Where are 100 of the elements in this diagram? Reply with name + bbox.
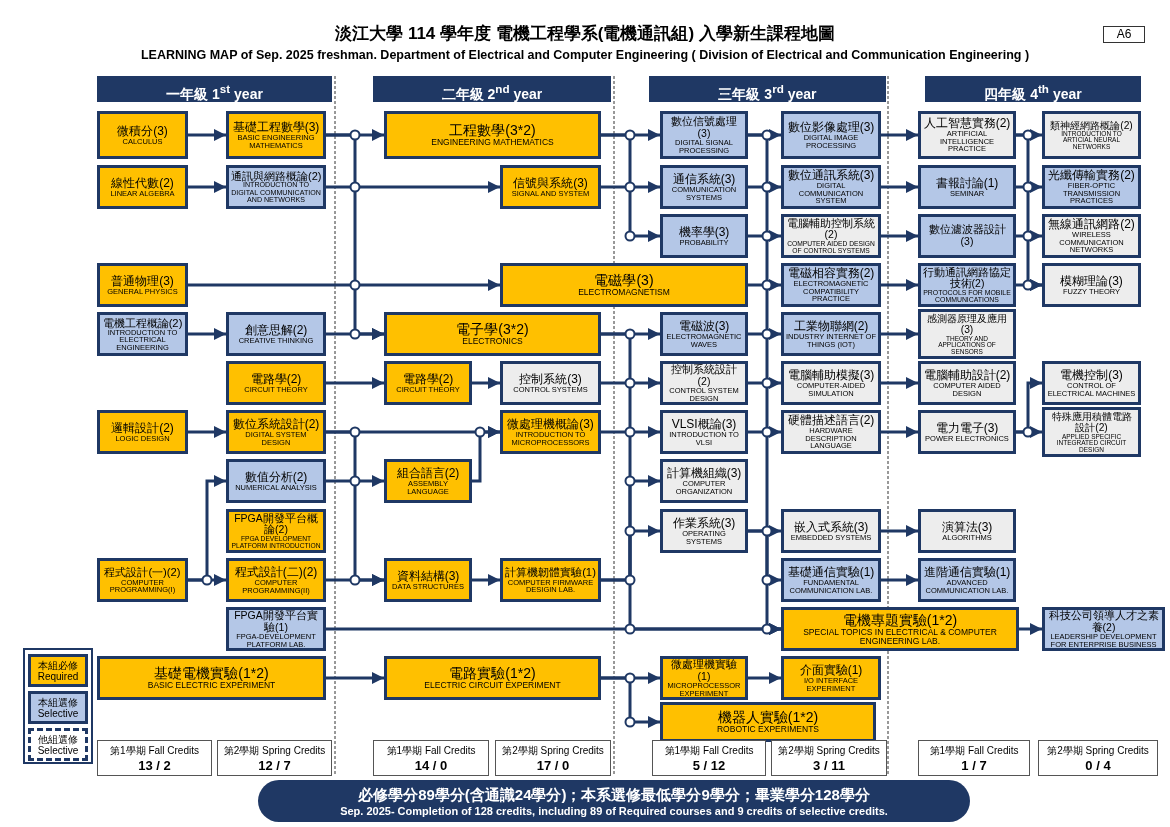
course-name: 電路實驗(1*2) [449,666,536,682]
course-box [97,111,188,159]
course-name: 工程數學(3*2) [449,123,536,139]
course-box [97,410,188,454]
course-name: 微處理機概論(3) [507,417,594,431]
course-name: 電磁相容實務(2) [787,267,875,281]
course-box [226,361,326,405]
course-box [660,111,748,159]
arrow [881,279,918,291]
course-name: 通訊與網路概論(2) [231,170,321,183]
course-name: 信號與系統(3) [513,176,588,190]
arrow [748,181,781,193]
course-name: 基礎工程數學(3) [232,120,320,134]
arrow [748,377,781,389]
course-box [781,165,881,209]
course-box [781,263,881,307]
arrow [188,129,226,141]
course-box [500,361,601,405]
course-box [660,656,748,700]
course-name: 電子學(3*2) [456,322,529,338]
credit-value: 13 / 2 [138,757,171,773]
course-name: FPGA開發平台概論(2) [233,512,319,536]
arrow [881,230,918,242]
course-box [660,410,748,454]
arrow [472,426,500,483]
course-box [500,263,748,307]
course-box [918,509,1016,553]
course-box [781,558,881,602]
course-box [918,111,1016,159]
course-box [918,361,1016,405]
arrow [881,377,918,389]
course-box [500,165,601,209]
arrow [601,525,660,582]
course-box [1042,165,1141,209]
course-box [97,558,188,602]
course-name: 基礎通信實驗(1) [787,565,875,580]
arrow [472,377,500,389]
credit-value: 0 / 4 [1085,757,1111,773]
course-name: 程式設計(一)(2) [104,566,181,579]
course-box [781,214,881,258]
course-box [226,312,326,356]
course-english-name: SPECIAL TOPICS IN ELECTRICAL & COMPUTER ENGINEERING LAB. [802,628,998,646]
course-box [660,702,876,742]
course-box [918,410,1016,454]
course-name: 計算機韌體實驗(1) [505,566,596,579]
course-box [781,509,881,553]
arrow [472,574,500,586]
course-name: 電腦輔助控制系統(2) [786,217,876,241]
course-box [500,558,601,602]
arrow [748,230,781,242]
course-name: 特殊應用積體電路設計(2) [1050,411,1133,434]
course-box [97,165,188,209]
course-box [1042,263,1141,307]
course-name: 工業物聯網(2) [793,319,869,333]
course-name: 書報討論(1) [935,176,999,190]
credit-summary: 必修學分89學分(含通識24學分)；本系選修最低學分9學分；畢業學分128學分 [358,785,870,805]
course-name: VLSI概論(3) [671,417,737,431]
course-name: FPGA開發平台實驗(1) [233,610,319,633]
course-box [660,312,748,356]
course-name: 電路學(2) [402,372,454,386]
credit-heading: 第2學期 Spring Credits [1047,743,1149,758]
arrow [188,279,500,291]
course-name: 通信系統(3) [672,172,736,186]
course-box [226,459,326,503]
arrow [326,475,384,487]
course-name: 行動通訊網路協定技術(2) [923,266,1011,290]
arrow [188,426,226,438]
course-name: 程式設計(二)(2) [234,565,318,579]
course-name: 類神經網路概論(2) [1050,119,1133,131]
arrow [188,328,226,340]
year-header: 三年級 3$^{rd}$ year [649,76,886,102]
course-box [781,361,881,405]
year-header: 二年級 2$^{nd}$ year [373,76,611,102]
legend-text: 本組選修 Selective [36,696,80,719]
course-box [781,607,1019,651]
course-name: 電腦輔助設計(2) [923,368,1011,382]
arrow [881,129,918,141]
course-name: 控制系統設計(2) [671,364,737,387]
year-header: 四年級 4$^{th}$ year [925,76,1141,102]
page-code: A6 [1103,26,1145,43]
arrow [748,529,781,586]
course-name: 控制系統(3) [519,372,582,386]
course-box [1042,407,1141,457]
course-name: 人工智慧實務(2) [923,117,1011,131]
arrow [188,181,226,193]
course-name: 邏輯設計(2) [111,421,174,435]
course-name: 計算機組織(3) [666,466,742,481]
credit-value: 1 / 7 [961,757,987,773]
arrow [326,133,384,340]
arrow [601,377,660,389]
credit-heading: 第2學期 Spring Credits [502,743,604,758]
course-box [781,111,881,159]
course-english-name: ELECTRIC CIRCUIT EXPERIMENT [424,681,561,690]
arrow [188,475,226,582]
course-name: 嵌入式系統(3) [793,520,869,534]
course-name: 電磁波(3) [678,319,730,333]
course-name: 組合語言(2) [396,466,460,480]
course-box [660,361,748,405]
year-header: 一年級 1$^{st}$ year [97,76,332,102]
course-box [918,263,1016,307]
